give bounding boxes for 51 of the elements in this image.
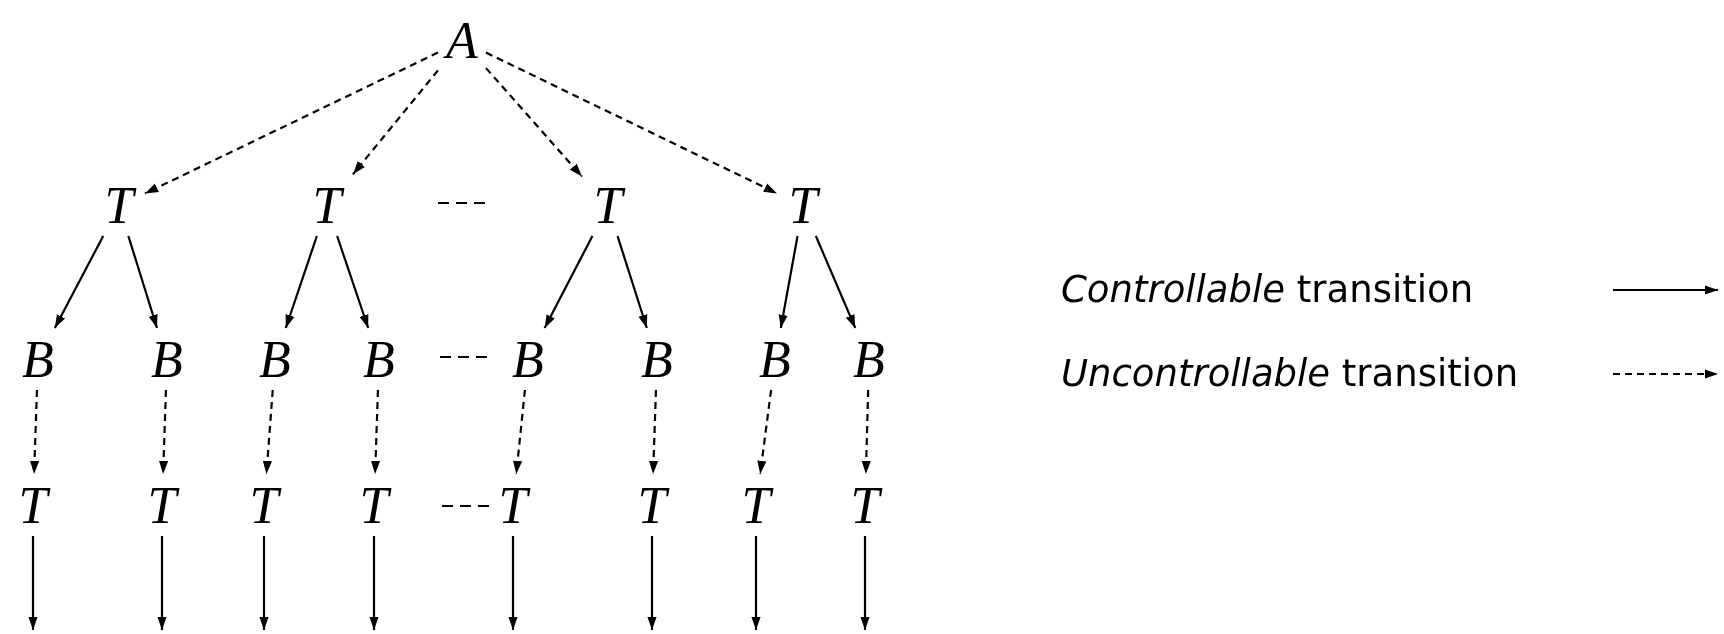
state-label: T bbox=[305, 178, 349, 234]
arrow bbox=[543, 235, 594, 329]
dashed-arrow bbox=[262, 389, 274, 475]
dashed-arrow bbox=[513, 389, 526, 475]
legend-text: Uncontrollable transition bbox=[1061, 352, 1519, 396]
state-label: B bbox=[16, 332, 60, 388]
arrow bbox=[127, 235, 159, 329]
arrow bbox=[814, 235, 857, 329]
state-label: B bbox=[253, 332, 297, 388]
state-label: T bbox=[734, 478, 778, 534]
arrow bbox=[53, 235, 105, 329]
state-label: B bbox=[635, 332, 679, 388]
dashed-arrow bbox=[648, 389, 659, 475]
dashed-arrow bbox=[861, 389, 871, 475]
state-label: A bbox=[440, 13, 484, 69]
arrow bbox=[508, 536, 518, 630]
arrow bbox=[28, 536, 38, 630]
state-label: T bbox=[11, 478, 55, 534]
state-label: B bbox=[506, 332, 550, 388]
state-label: T bbox=[352, 478, 396, 534]
dashed-arrow bbox=[144, 51, 439, 195]
state-label: T bbox=[140, 478, 184, 534]
arrow bbox=[157, 536, 167, 630]
arrow bbox=[860, 536, 870, 630]
dashed-arrow bbox=[485, 51, 778, 195]
dashed-arrow bbox=[757, 389, 773, 475]
arrow bbox=[778, 235, 799, 329]
state-label: B bbox=[847, 332, 891, 388]
dashed-arrow bbox=[158, 389, 169, 475]
arrow bbox=[336, 235, 370, 329]
arrow bbox=[751, 536, 761, 630]
dashed-arrow bbox=[29, 389, 40, 475]
state-label: T bbox=[97, 178, 141, 234]
state-label: T bbox=[242, 478, 286, 534]
state-label: B bbox=[753, 332, 797, 388]
dashed-arrow bbox=[352, 69, 439, 175]
arrow bbox=[647, 536, 657, 630]
state-label: B bbox=[145, 332, 189, 388]
state-label: B bbox=[357, 332, 401, 388]
arrow bbox=[616, 235, 648, 329]
dashed-arrow bbox=[370, 389, 381, 475]
state-label: T bbox=[781, 178, 825, 234]
arrow bbox=[284, 235, 318, 329]
arrow bbox=[369, 536, 379, 630]
state-label: T bbox=[586, 178, 630, 234]
dashed-arrow bbox=[485, 67, 583, 178]
state-label: T bbox=[630, 478, 674, 534]
state-label: T bbox=[843, 478, 887, 534]
arrow bbox=[259, 536, 269, 630]
legend-text: Controllable transition bbox=[1061, 268, 1474, 312]
state-label: T bbox=[491, 478, 535, 534]
